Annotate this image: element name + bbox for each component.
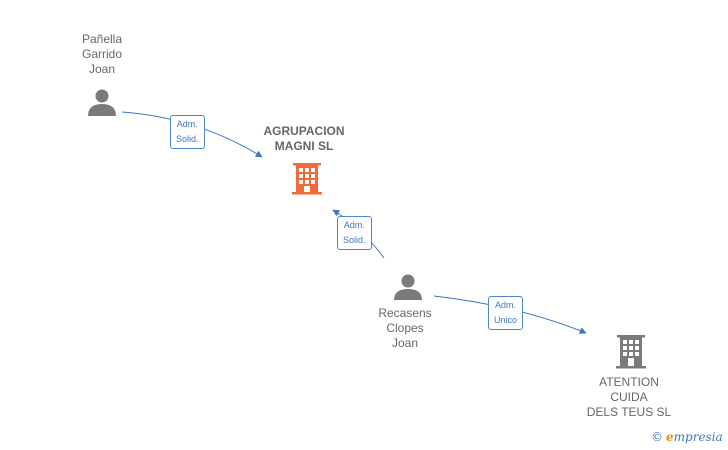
edge-role-label: Adm. Solid. (170, 115, 205, 149)
company-name-label[interactable]: AGRUPACION MAGNI SL (263, 124, 345, 153)
copyright-symbol: © (651, 430, 663, 444)
company-name-label[interactable]: ATENTION CUIDA DELS TEUS SL (586, 375, 672, 419)
person-name-label[interactable]: Pañella Garrido Joan (81, 32, 123, 76)
building-icon[interactable] (616, 335, 646, 369)
edge-role-label: Adm. Unico (488, 296, 524, 330)
building-icon[interactable] (292, 163, 322, 195)
brand-logo: ©empresia (651, 430, 723, 444)
brand-initial: e (666, 430, 674, 444)
person-icon[interactable] (394, 274, 422, 301)
edge-role-label: Adm. Solid. (337, 216, 372, 250)
person-name-label[interactable]: Recasens Clopes Joan (378, 306, 432, 350)
brand-name: mpresia (673, 430, 723, 444)
person-icon[interactable] (88, 89, 116, 117)
